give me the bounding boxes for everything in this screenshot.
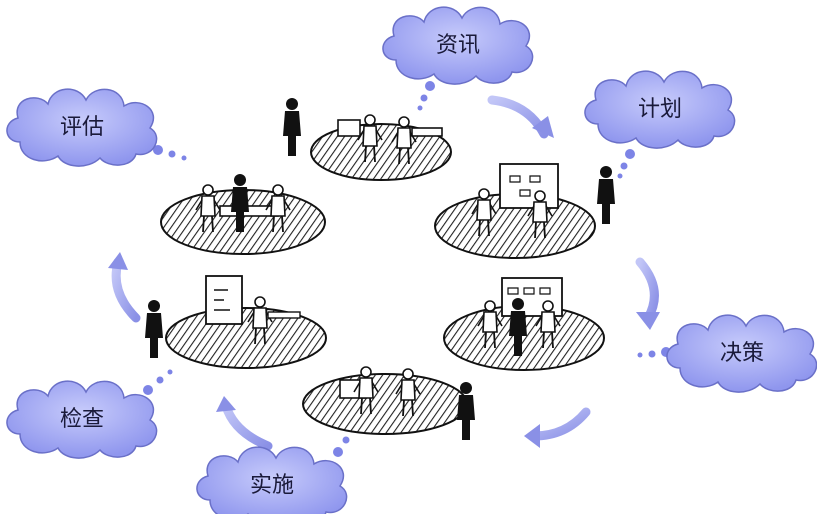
team-work-scene-illustration [310,114,452,181]
stage-label: 检查 [60,407,104,432]
stage-cloud-shishi: 实施 [196,446,348,514]
observer-person-icon [283,98,301,156]
stage-label: 决策 [720,341,764,366]
observer-person-icon [145,300,163,358]
team-work-scene-illustration [165,275,327,369]
cycle-arrow-icon [635,257,660,330]
cycle-arrow-icon [108,252,141,323]
stage-label: 实施 [250,473,294,498]
stage-cloud-jihua: 计划 [584,70,736,149]
team-work-scene-illustration [160,174,326,255]
team-work-scene-illustration [443,277,605,371]
stage-label: 评估 [60,115,104,140]
cycle-arrow-icon [487,95,554,139]
observer-person-icon [597,166,615,224]
stage-label: 资讯 [436,33,480,58]
stage-cloud-jiancha: 检查 [6,380,158,459]
stage-cloud-zixun: 资讯 [382,6,534,85]
stage-cloud-pinggu: 评估 [6,88,158,167]
team-work-scene-illustration [302,366,468,435]
stage-cloud-juece: 决策 [666,314,817,393]
team-work-scene-illustration [434,163,596,259]
stage-label: 计划 [638,97,682,122]
cycle-arrow-icon [524,407,591,448]
cycle-arrow-icon [216,396,273,451]
